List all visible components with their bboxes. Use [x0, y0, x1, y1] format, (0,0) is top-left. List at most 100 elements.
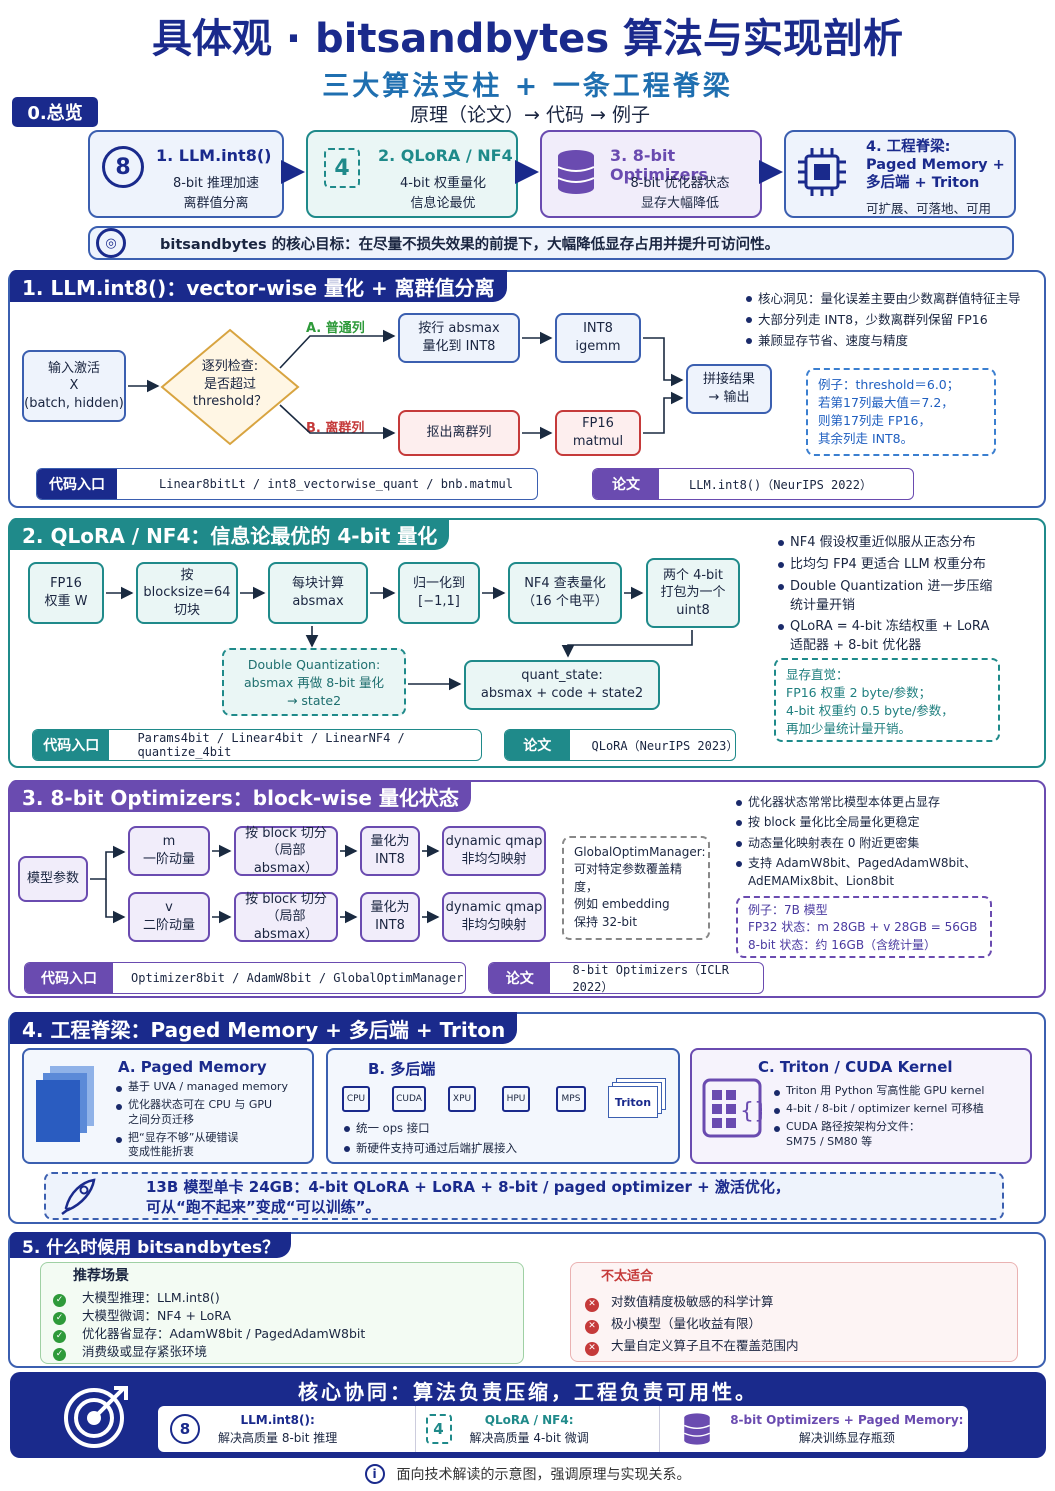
- overview-tag: 0.总览: [12, 97, 98, 127]
- target-arrow-icon: [64, 1386, 128, 1448]
- dynamic-qmap-v: dynamic qmap 非均匀映射: [442, 892, 546, 942]
- bullet: 支持 AdamW8bit、PagedAdamW8bit、 AdEMAMix8bi…: [734, 855, 1040, 890]
- triton-kernel-panel: {} C. Triton / CUDA Kernel Triton 用 Pyth…: [690, 1048, 1032, 1164]
- second-moment-v: v 二阶动量: [128, 892, 210, 942]
- check-icon: ✓: [53, 1348, 66, 1362]
- overview-card-1: 8 1. LLM.int8() 8-bit 推理加速 离群值分离: [88, 130, 284, 218]
- bullet: 核心洞见：量化误差主要由少数离群值特征主导: [744, 290, 1044, 308]
- number-8-icon: 8: [170, 1414, 200, 1444]
- footer-item-optim: 8-bit Optimizers + Paged Memory:解决训练显存瓶颈: [660, 1406, 968, 1452]
- database-icon: [684, 1413, 711, 1445]
- paper-tag: 论文: [489, 963, 551, 993]
- section-when-to-use: [8, 1232, 1046, 1368]
- footer-item-title: QLoRA / NF4:: [484, 1413, 574, 1427]
- cuda-chip-icon: CUDA: [392, 1086, 426, 1112]
- footer-item-int8: 8 LLM.int8():解决高质量 8-bit 推理: [158, 1406, 416, 1452]
- info-icon: i: [364, 1464, 385, 1484]
- bullet: Double Quantization 进一步压缩 统计量开销: [776, 578, 1042, 616]
- page-title: 具体观 · bitsandbytes 算法与实现剖析: [151, 16, 904, 62]
- recommended-item: 大模型推理：LLM.int8(): [82, 1290, 220, 1305]
- bullet: 大部分列走 INT8，少数离群列保留 FP16: [744, 311, 1044, 329]
- bullet: Triton 用 Python 写高性能 GPU kernel: [772, 1084, 1032, 1099]
- footer-item-title: LLM.int8():: [240, 1413, 315, 1427]
- cross-icon: ✕: [585, 1341, 599, 1356]
- bullet: 新硬件支持可通过后端扩展接入: [342, 1140, 672, 1157]
- s2-memory-intuition: 显存直觉： FP16 权重 2 byte/参数； 4-bit 权重约 0.5 b…: [774, 658, 1000, 742]
- bullet: 把“显存不够”从硬错误 变成性能折衷: [114, 1131, 314, 1161]
- first-moment-m: m 一阶动量: [128, 826, 210, 876]
- hpu-chip-icon: HPU: [502, 1086, 530, 1112]
- multi-backend-items: 统一 ops 接口 新硬件支持可通过后端扩展接入: [342, 1120, 672, 1159]
- footer-banner: 核心协同：算法负责压缩，工程负责可用性。 8 LLM.int8():解决高质量 …: [10, 1372, 1046, 1458]
- footer-items: 8 LLM.int8():解决高质量 8-bit 推理 4 QLoRA / NF…: [158, 1406, 968, 1452]
- paper-tag: 论文: [593, 469, 659, 499]
- code-tag: 代码入口: [33, 730, 110, 760]
- number-4-icon: 4: [425, 1414, 452, 1444]
- s3-code-entry: 代码入口 Optimizer8bit / AdamW8bit / GlobalO…: [24, 962, 466, 994]
- double-quantization: Double Quantization: absmax 再做 8-bit 量化 …: [222, 648, 406, 716]
- code-tag: 代码入口: [25, 963, 113, 993]
- quant-state: quant_state: absmax + code + state2: [464, 660, 660, 710]
- footer-title: 核心协同：算法负责压缩，工程负责可用性。: [298, 1380, 758, 1404]
- concat-output: 拼接结果 → 输出: [686, 364, 772, 414]
- paper-text: QLoRA（NeurIPS 2023）: [591, 738, 736, 753]
- row-absmax-quant: 按行 absmax 量化到 INT8: [398, 313, 520, 363]
- bullet: QLoRA = 4-bit 冻结权重 + LoRA 适配器 + 8-bit 优化…: [776, 618, 1042, 656]
- not-suitable-item: 对数值精度极敏感的科学计算: [611, 1294, 774, 1309]
- quantize-int8-m: 量化为 INT8: [360, 826, 420, 876]
- code-tag: 代码入口: [37, 469, 117, 499]
- not-suitable-panel: 不太适合 ✕对数值精度极敏感的科学计算 ✕极小模型（量化收益有限） ✕大量自定义…: [570, 1262, 1018, 1362]
- check-icon: ✓: [53, 1312, 66, 1326]
- card-desc: 可扩展、可落地、可用: [866, 201, 992, 216]
- bullet: 比均匀 FP4 更适合 LLM 权重分布: [776, 556, 1042, 575]
- paged-memory-panel: A. Paged Memory 基于 UVA / managed memory …: [22, 1048, 314, 1164]
- chip-icon: [798, 148, 846, 196]
- step-pack-uint8: 两个 4-bit 打包为一个 uint8: [646, 558, 740, 628]
- code-text: Params4bit / Linear4bit / LinearNF4 / qu…: [137, 731, 405, 759]
- recommended-title: 推荐场景: [73, 1268, 129, 1284]
- bullet: 动态量化映射表在 0 附近更密集: [734, 835, 1040, 852]
- card-desc: 8-bit 推理加速 离群值分离: [172, 176, 260, 211]
- xpu-chip-icon: XPU: [448, 1086, 476, 1112]
- goal-bar: ◎ bitsandbytes 的核心目标：在尽量不损失效果的前提下，大幅降低显存…: [88, 226, 1014, 260]
- bullet: 优化器状态可在 CPU 与 GPU 之间分页迁移: [114, 1098, 314, 1128]
- bullet: 统一 ops 接口: [342, 1120, 672, 1137]
- database-icon: [557, 150, 595, 194]
- paper-text: LLM.int8()（NeurIPS 2022）: [689, 477, 872, 492]
- not-suitable-item: 大量自定义算子且不在覆盖范围内: [611, 1337, 799, 1353]
- section-8bit-optimizers: [8, 780, 1046, 998]
- step-nf4-lookup: NF4 查表量化 （16 个电平）: [508, 562, 622, 624]
- goal-text: bitsandbytes 的核心目标：在尽量不损失效果的前提下，大幅降低显存占用…: [160, 236, 780, 253]
- section3-header: 3. 8-bit Optimizers：block-wise 量化状态: [10, 780, 471, 812]
- extract-outliers: 抠出离群列: [398, 410, 520, 456]
- not-suitable-item: 极小模型（量化收益有限）: [611, 1315, 762, 1331]
- number-4-icon: 4: [324, 148, 360, 188]
- section5-header: 5. 什么时候用 bitsandbytes？: [10, 1232, 292, 1258]
- banner-text: 13B 模型单卡 24GB：4-bit QLoRA + LoRA + 8-bit…: [146, 1178, 790, 1216]
- card-title: 1. LLM.int8(): [156, 146, 272, 165]
- target-icon: ◎: [96, 228, 126, 258]
- footer-item-title: 8-bit Optimizers + Paged Memory:: [730, 1413, 964, 1427]
- bullet: 兼顾显存节省、速度与精度: [744, 332, 1044, 350]
- model-params: 模型参数: [18, 856, 88, 902]
- triton-kernel-items: Triton 用 Python 写高性能 GPU kernel 4-bit / …: [772, 1084, 1032, 1152]
- section-qlora-nf4: [8, 518, 1046, 768]
- not-suitable-title: 不太适合: [601, 1269, 654, 1284]
- footer-note-text: 面向技术解读的示意图，强调原理与实现关系。: [396, 1467, 691, 1483]
- section-llm-int8: [8, 270, 1046, 508]
- int8-igemm: INT8 igemm: [555, 313, 641, 363]
- paged-memory-title: A. Paged Memory: [118, 1058, 267, 1076]
- page-subtitle: 三大算法支柱 + 一条工程脊梁: [322, 71, 733, 102]
- s1-code-entry: 代码入口 Linear8bitLt / int8_vectorwise_quan…: [36, 468, 538, 500]
- code-text: Linear8bitLt / int8_vectorwise_quant / b…: [159, 477, 514, 491]
- card-title: 3. 8-bit Optimizers: [610, 146, 708, 184]
- multi-backend-title: B. 多后端: [368, 1060, 436, 1078]
- footer-note: i 面向技术解读的示意图，强调原理与实现关系。: [0, 1464, 1055, 1484]
- paper-text: 8-bit Optimizers（ICLR 2022）: [572, 963, 729, 994]
- recommended-item: 大模型微调：NF4 + LoRA: [82, 1308, 232, 1324]
- cross-icon: ✕: [585, 1297, 599, 1312]
- recommended-item: 消费级或显存紧张环境: [82, 1344, 208, 1360]
- s3-bullets: 优化器状态常常比模型本体更占显存 按 block 量化比全局量化更稳定 动态量化…: [734, 794, 1040, 893]
- check-icon: ✓: [53, 1330, 66, 1344]
- step-blocksize: 按 blocksize=64 切块: [136, 562, 238, 624]
